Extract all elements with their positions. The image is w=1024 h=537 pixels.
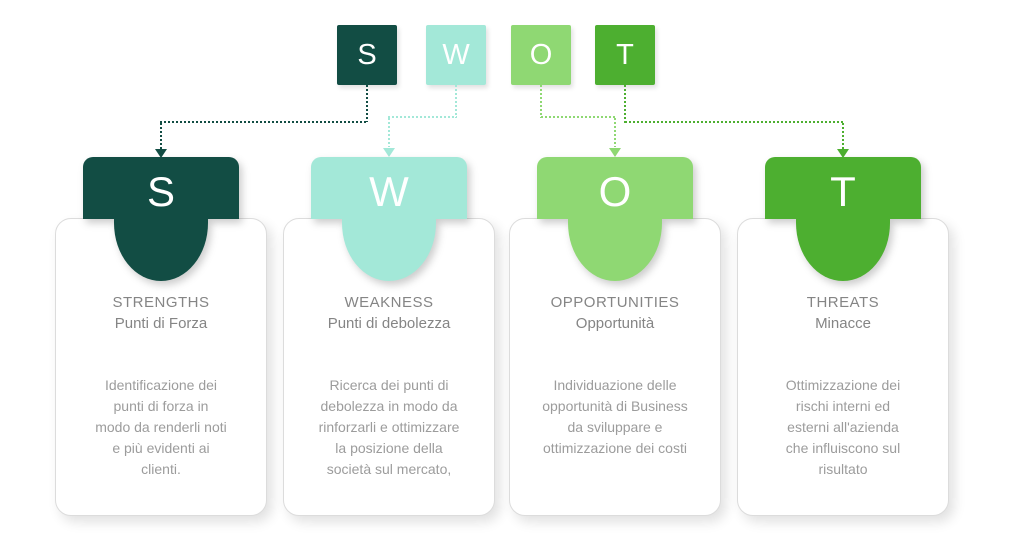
card-strengths-description: Identificazione dei punti di forza in mo… bbox=[95, 377, 227, 477]
connector-o-drop bbox=[614, 118, 616, 147]
card-weakness-tab-letter: W bbox=[369, 168, 409, 215]
card-weakness-heading: WEAKNESS Punti di debolezza bbox=[284, 292, 494, 334]
card-threats-subtitle: Minacce bbox=[815, 315, 871, 332]
card-strengths-title: STRENGTHS bbox=[112, 294, 210, 311]
connector-o-arrow-icon bbox=[609, 148, 621, 157]
connector-o-horizontal bbox=[541, 116, 616, 118]
card-opportunities-tab: O bbox=[537, 157, 693, 282]
top-square-t-letter: T bbox=[616, 38, 634, 71]
tab-rect bbox=[83, 157, 239, 219]
connector-t-drop bbox=[842, 123, 844, 149]
card-strengths-heading: STRENGTHS Punti di Forza bbox=[56, 292, 266, 334]
connector-s-stub bbox=[366, 85, 368, 122]
card-threats-title: THREATS bbox=[806, 294, 880, 311]
tab-bulge bbox=[796, 217, 890, 281]
card-opportunities-title: OPPORTUNITIES bbox=[550, 294, 680, 311]
card-strengths-tab-letter: S bbox=[146, 168, 175, 215]
tab-bulge bbox=[342, 217, 436, 281]
tab-rect bbox=[765, 157, 921, 219]
tab-rect bbox=[537, 157, 693, 219]
card-opportunities-tab-letter: O bbox=[598, 168, 632, 215]
top-square-o-letter: O bbox=[529, 38, 553, 71]
card-weakness-description: Ricerca dei punti di debolezza in modo d… bbox=[318, 377, 460, 477]
connector-s-drop bbox=[160, 123, 162, 150]
card-opportunities-subtitle: Opportunità bbox=[575, 315, 655, 332]
connector-w-drop bbox=[388, 118, 390, 147]
card-threats-tab-letter: T bbox=[830, 168, 856, 215]
top-square-w: W bbox=[426, 25, 486, 85]
tab-bulge bbox=[568, 217, 662, 281]
tab-bulge bbox=[114, 217, 208, 281]
connector-s-horizontal bbox=[160, 121, 368, 123]
card-strengths-subtitle: Punti di Forza bbox=[114, 315, 208, 332]
card-threats-description: Ottimizzazione dei rischi interni ed est… bbox=[785, 377, 901, 477]
card-strengths: STRENGTHS Punti di Forza Identificazione… bbox=[55, 218, 267, 516]
connector-t-arrow-icon bbox=[837, 149, 849, 158]
card-threats-heading: THREATS Minacce bbox=[738, 292, 948, 334]
top-square-w-letter: W bbox=[442, 38, 470, 71]
card-weakness-subtitle: Punti di debolezza bbox=[327, 315, 451, 332]
connector-t-horizontal bbox=[625, 121, 844, 123]
card-threats-tab: T bbox=[765, 157, 921, 282]
top-square-o: O bbox=[511, 25, 571, 85]
top-square-s-letter: S bbox=[357, 38, 377, 71]
connector-w-horizontal bbox=[388, 116, 457, 118]
connector-w-stub bbox=[455, 85, 457, 118]
top-square-t: T bbox=[595, 25, 655, 85]
card-strengths-tab: S bbox=[83, 157, 239, 282]
connector-w-arrow-icon bbox=[383, 148, 395, 157]
card-opportunities-description: Individuazione delle opportunità di Busi… bbox=[542, 377, 688, 456]
card-weakness-title: WEAKNESS bbox=[344, 294, 434, 311]
top-square-s: S bbox=[337, 25, 397, 85]
connector-t-stub bbox=[624, 85, 626, 123]
card-opportunities-heading: OPPORTUNITIES Opportunità bbox=[510, 292, 720, 334]
connector-o-stub bbox=[540, 85, 542, 118]
connector-s-arrow-icon bbox=[155, 149, 167, 158]
card-weakness-tab: W bbox=[311, 157, 467, 282]
tab-rect bbox=[311, 157, 467, 219]
